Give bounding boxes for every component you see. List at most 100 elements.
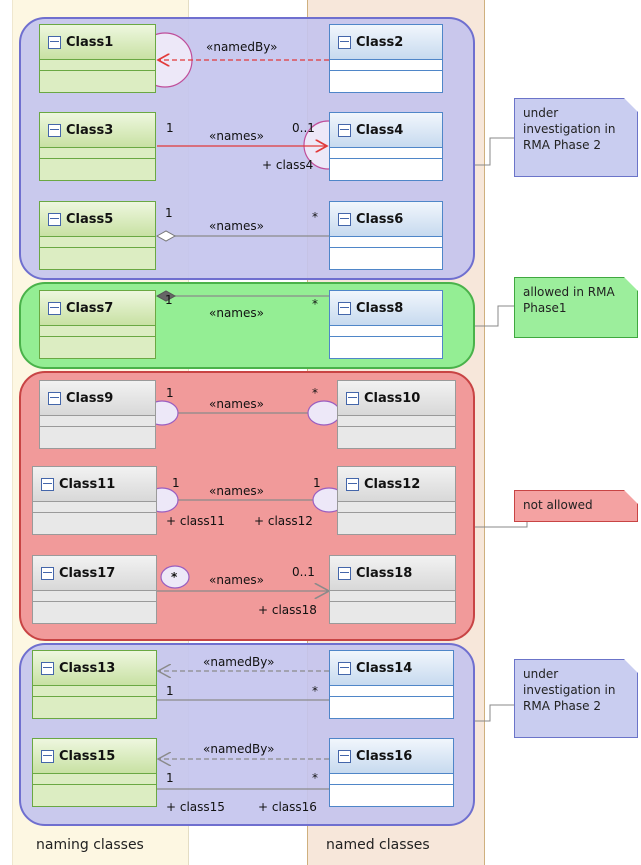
multiplicity-label: * bbox=[312, 297, 318, 311]
class-box-class7[interactable]: Class7 bbox=[39, 290, 156, 359]
note-connector bbox=[475, 137, 514, 166]
note-text: under investigation in RMA Phase 2 bbox=[523, 667, 616, 713]
class-icon bbox=[48, 301, 61, 315]
highlight-circle bbox=[160, 565, 190, 589]
note-under-investigation-bottom[interactable]: under investigation in RMA Phase 2 bbox=[514, 659, 638, 738]
composition-diamond bbox=[155, 290, 177, 302]
class-icon bbox=[346, 477, 359, 491]
multiplicity-label: 0..1 bbox=[292, 121, 315, 135]
class-icon bbox=[48, 391, 61, 405]
class-box-class15[interactable]: Class15 bbox=[32, 738, 157, 807]
multiplicity-label: * bbox=[312, 210, 318, 224]
class-box-class6[interactable]: Class6 bbox=[329, 201, 443, 270]
role-label: + class16 bbox=[258, 800, 317, 814]
class-box-class1[interactable]: Class1 bbox=[39, 24, 156, 93]
multiplicity-label: 1 bbox=[166, 684, 174, 698]
class-name: Class4 bbox=[356, 122, 404, 138]
multiplicity-label: 1 bbox=[165, 206, 173, 220]
class-icon bbox=[41, 566, 54, 580]
class-icon bbox=[346, 391, 359, 405]
class-name: Class16 bbox=[356, 748, 413, 764]
class-icon bbox=[338, 212, 351, 226]
class-name: Class2 bbox=[356, 34, 404, 50]
class-icon bbox=[48, 212, 61, 226]
class-box-class3[interactable]: Class3 bbox=[39, 112, 156, 181]
class-name: Class1 bbox=[66, 34, 114, 50]
class-name: Class5 bbox=[66, 211, 114, 227]
class-icon bbox=[338, 123, 351, 137]
class-name: Class18 bbox=[356, 565, 413, 581]
multiplicity-label: * bbox=[171, 570, 178, 584]
multiplicity-label: 1 bbox=[313, 476, 321, 490]
class-box-class9[interactable]: Class9 bbox=[39, 380, 156, 449]
class-icon bbox=[48, 35, 61, 49]
stereotype-label: «namedBy» bbox=[203, 655, 275, 669]
class-name: Class13 bbox=[59, 660, 116, 676]
note-allowed[interactable]: allowed in RMA Phase1 bbox=[514, 277, 638, 338]
multiplicity-label: * bbox=[312, 684, 318, 698]
note-not-allowed[interactable]: not allowed bbox=[514, 490, 638, 522]
stereotype-label: «namedBy» bbox=[203, 742, 275, 756]
role-label: + class18 bbox=[258, 603, 317, 617]
note-text: allowed in RMA Phase1 bbox=[523, 285, 615, 315]
class-box-class13[interactable]: Class13 bbox=[32, 650, 157, 719]
stereotype-label: «names» bbox=[209, 129, 264, 143]
class-name: Class7 bbox=[66, 300, 114, 316]
multiplicity-label: 1 bbox=[166, 386, 174, 400]
multiplicity-label: * bbox=[312, 386, 318, 400]
multiplicity-label: 1 bbox=[172, 476, 180, 490]
class-box-class14[interactable]: Class14 bbox=[329, 650, 454, 719]
multiplicity-label: 1 bbox=[166, 121, 174, 135]
class-name: Class17 bbox=[59, 565, 116, 581]
class-name: Class10 bbox=[364, 390, 421, 406]
multiplicity-label: 0..1 bbox=[292, 565, 315, 579]
class-name: Class8 bbox=[356, 300, 404, 316]
class-icon bbox=[338, 301, 351, 315]
stereotype-label: «names» bbox=[209, 484, 264, 498]
aggregation-diamond bbox=[155, 230, 177, 242]
lane-label-named: named classes bbox=[326, 837, 430, 853]
class-box-class12[interactable]: Class12 bbox=[337, 466, 456, 535]
class-icon bbox=[41, 661, 54, 675]
class-icon bbox=[338, 566, 351, 580]
note-text: not allowed bbox=[523, 498, 593, 512]
class-name: Class9 bbox=[66, 390, 114, 406]
class-icon bbox=[41, 749, 54, 763]
class-name: Class12 bbox=[364, 476, 421, 492]
class-box-class8[interactable]: Class8 bbox=[329, 290, 443, 359]
role-label: + class12 bbox=[254, 514, 313, 528]
highlight-circle bbox=[307, 400, 341, 426]
multiplicity-label: 1 bbox=[166, 771, 174, 785]
class-name: Class15 bbox=[59, 748, 116, 764]
class-box-class18[interactable]: Class18 bbox=[329, 555, 456, 624]
stereotype-label: «names» bbox=[209, 573, 264, 587]
class-icon bbox=[338, 661, 351, 675]
lane-label-naming: naming classes bbox=[36, 837, 144, 853]
class-box-class5[interactable]: Class5 bbox=[39, 201, 156, 270]
stereotype-label: «names» bbox=[209, 397, 264, 411]
stereotype-label: «namedBy» bbox=[206, 40, 278, 54]
class-icon bbox=[48, 123, 61, 137]
class-box-class17[interactable]: Class17 bbox=[32, 555, 157, 624]
class-icon bbox=[338, 35, 351, 49]
multiplicity-label: * bbox=[312, 771, 318, 785]
class-name: Class14 bbox=[356, 660, 413, 676]
class-icon bbox=[41, 477, 54, 491]
class-box-class4[interactable]: Class4 bbox=[329, 112, 443, 181]
stereotype-label: «names» bbox=[209, 306, 264, 320]
class-name: Class6 bbox=[356, 211, 404, 227]
note-under-investigation-top[interactable]: under investigation in RMA Phase 2 bbox=[514, 98, 638, 177]
class-name: Class3 bbox=[66, 122, 114, 138]
class-box-class16[interactable]: Class16 bbox=[329, 738, 454, 807]
role-label: + class4 bbox=[262, 158, 314, 172]
role-label: + class15 bbox=[166, 800, 225, 814]
note-connector bbox=[475, 305, 514, 327]
note-connector bbox=[475, 704, 514, 722]
class-icon bbox=[338, 749, 351, 763]
note-text: under investigation in RMA Phase 2 bbox=[523, 106, 616, 152]
role-label: + class11 bbox=[166, 514, 225, 528]
multiplicity-label: 1 bbox=[165, 293, 173, 307]
class-box-class2[interactable]: Class2 bbox=[329, 24, 443, 93]
class-box-class11[interactable]: Class11 bbox=[32, 466, 157, 535]
class-box-class10[interactable]: Class10 bbox=[337, 380, 456, 449]
